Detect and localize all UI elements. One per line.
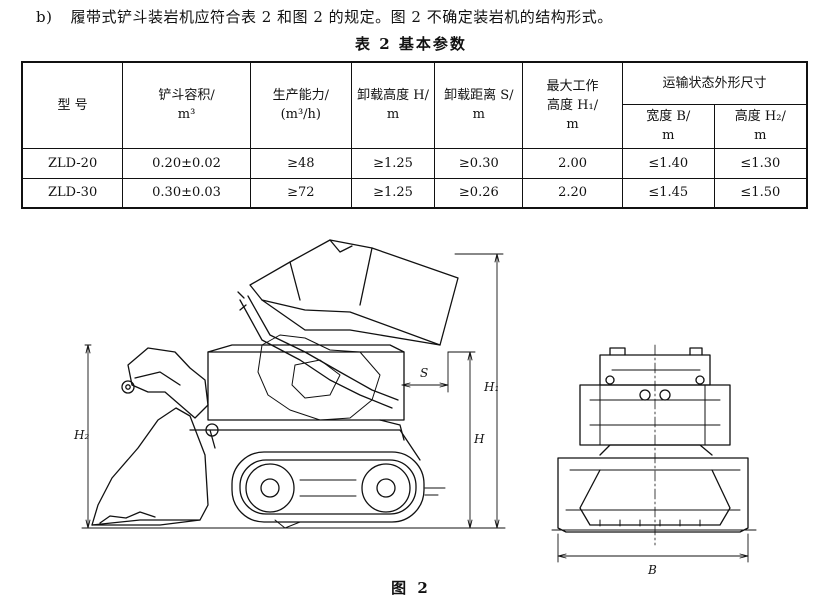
cell-model: ZLD-30 [21, 177, 124, 209]
cell-dump-distance: ≥0.30 [434, 147, 524, 179]
header-dump-height-l2: m [386, 107, 400, 123]
side-view-drawing [81, 239, 506, 529]
label-h1: H₁ [484, 380, 500, 394]
header-height2-l1: 高度 H₂/ [734, 109, 786, 124]
cell-bucket: 0.30±0.03 [122, 177, 251, 209]
cell-dump-height: ≥1.25 [350, 177, 436, 209]
figure-caption: 图 2 [391, 579, 431, 597]
header-bucket-l1: 铲斗容积/ [158, 88, 215, 104]
header-bucket-l2: m³ [177, 107, 196, 123]
header-width-l1: 宽度 B/ [646, 109, 691, 124]
cell-height2: ≤1.30 [713, 147, 808, 179]
header-height2: 高度 H₂/ m [713, 103, 808, 149]
cell-dump-height: ≥1.25 [350, 147, 436, 179]
drive-sprocket [245, 463, 295, 513]
raised-bucket [249, 239, 459, 346]
crawler-track [231, 451, 425, 523]
front-view-drawing [551, 344, 757, 563]
header-dump-distance: 卸载距离 S/ m [434, 61, 524, 149]
header-max-height-l2: 高度 H₁/ [547, 97, 599, 113]
label-h2: H₂ [74, 428, 90, 442]
idler-wheel [361, 463, 411, 513]
front-arm [127, 347, 209, 419]
label-h: H [474, 432, 485, 446]
label-b: B [648, 563, 657, 577]
cell-capacity: ≥72 [249, 177, 352, 209]
header-dump-height: 卸载高度 H/ m [350, 61, 436, 149]
header-dump-height-l1: 卸载高度 H/ [357, 88, 429, 104]
header-dump-distance-l1: 卸载距离 S/ [444, 88, 514, 104]
cell-width: ≤1.40 [621, 147, 715, 179]
header-bucket: 铲斗容积/ m³ [122, 61, 251, 149]
header-capacity-l1: 生产能力/ [272, 88, 329, 104]
header-height2-l2: m [754, 128, 767, 143]
header-capacity-l2: (m³/h) [280, 107, 321, 123]
header-max-height: 最大工作 高度 H₁/ m [522, 61, 623, 149]
lift-arms [239, 299, 393, 409]
header-capacity: 生产能力/ (m³/h) [249, 61, 352, 149]
rock-pile [257, 334, 381, 421]
cell-height2: ≤1.50 [713, 177, 808, 209]
table-row: ZLD-30 0.30±0.03 ≥72 ≥1.25 ≥0.26 2.20 ≤1… [21, 177, 808, 209]
cell-bucket: 0.20±0.02 [122, 147, 251, 179]
cell-max-height: 2.20 [522, 177, 623, 209]
header-dump-distance-l2: m [472, 107, 485, 123]
parameters-table: 型 号 铲斗容积/ m³ 生产能力/ (m³/h) 卸载高度 H/ m 卸载距离… [21, 61, 808, 209]
upper-body [207, 351, 405, 421]
label-s: S [420, 366, 429, 380]
intro-text: 履带式铲斗装岩机应符合表 2 和图 2 的规定。图 2 不确定装岩机的结构形式。 [70, 8, 613, 26]
cell-width: ≤1.45 [621, 177, 715, 209]
table-title: 表 2 基本参数 [355, 35, 467, 53]
intro-paragraph: b) 履带式铲斗装岩机应符合表 2 和图 2 的规定。图 2 不确定装岩机的结构形… [36, 6, 613, 27]
front-track [557, 457, 749, 533]
item-marker: b) [36, 8, 53, 26]
header-max-height-l3: m [566, 116, 579, 132]
front-bucket [91, 407, 209, 526]
header-width: 宽度 B/ m [621, 103, 715, 149]
cell-dump-distance: ≥0.26 [434, 177, 524, 209]
header-width-l2: m [662, 128, 675, 143]
header-model: 型 号 [21, 61, 124, 149]
header-transport: 运输状态外形尺寸 [621, 61, 808, 105]
header-max-height-l1: 最大工作 [546, 78, 599, 94]
